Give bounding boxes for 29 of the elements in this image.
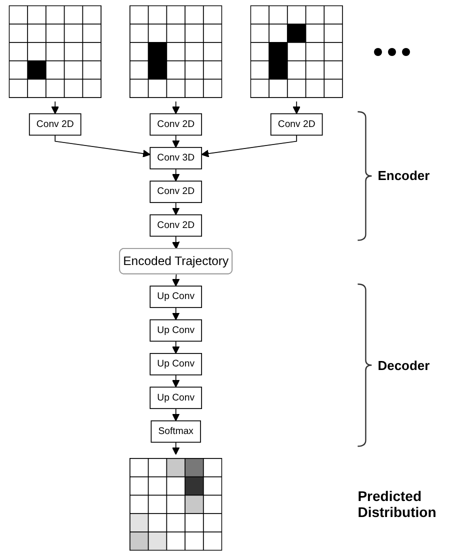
node-box: Up Conv <box>150 353 202 376</box>
arrow <box>172 168 180 182</box>
arrow <box>172 134 180 148</box>
arrow <box>172 442 180 455</box>
arrow <box>172 101 180 114</box>
bracket-label: Decoder <box>378 358 430 373</box>
node-box: Conv 2D <box>150 214 202 237</box>
node-box: Up Conv <box>150 286 202 308</box>
arrow <box>172 307 180 320</box>
node-box: Conv 2D <box>270 113 323 136</box>
arrow <box>172 340 180 354</box>
arrow <box>292 101 300 114</box>
arrow <box>172 202 180 216</box>
node-box: Softmax <box>150 420 201 443</box>
arrow <box>172 274 180 286</box>
node-box: Conv 2D <box>150 180 202 203</box>
node-box: Conv 3D <box>150 146 202 170</box>
arrow <box>172 408 180 422</box>
node-box: Conv 2D <box>28 113 82 136</box>
arrow <box>51 101 59 114</box>
arrow <box>54 134 150 158</box>
node-box: Up Conv <box>150 319 202 342</box>
bracket-label: Encoder <box>378 168 430 184</box>
arrow <box>172 374 180 388</box>
arrow <box>172 236 180 250</box>
arrow <box>201 134 298 158</box>
output-caption: Predicted Distribution <box>358 488 438 521</box>
node-box: Up Conv <box>150 386 202 410</box>
node-box: Conv 2D <box>150 113 202 136</box>
